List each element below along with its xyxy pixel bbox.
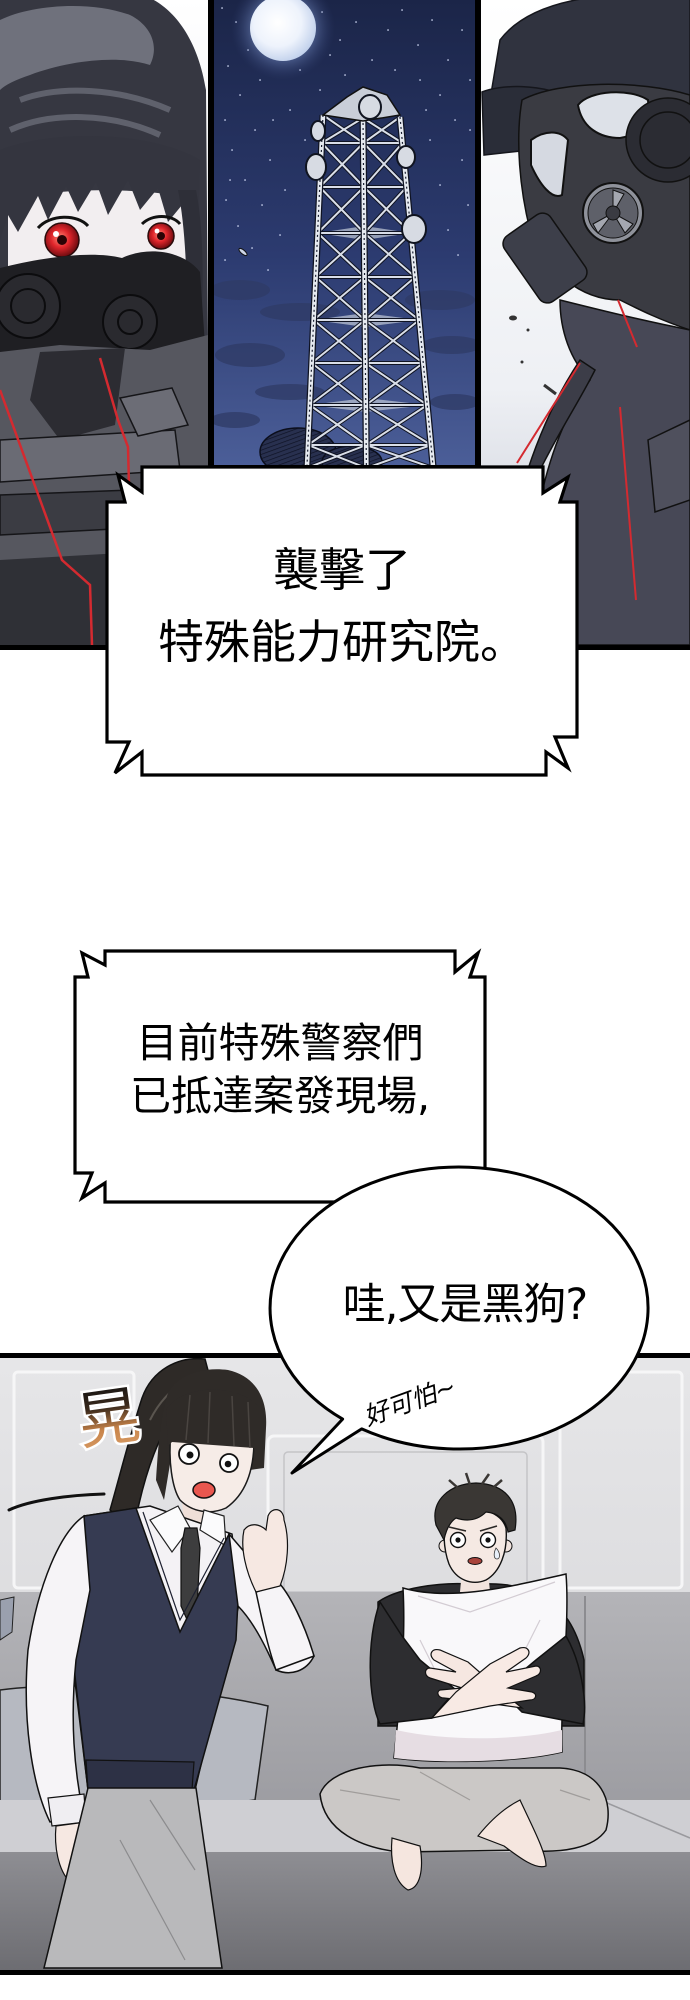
narration-1-line-1: 襲擊了 [273,543,411,597]
man-pants [319,1764,609,1853]
shoulder-pocket [118,387,190,437]
woman-in-school-vest [25,1357,315,1969]
woman-skirt [43,1787,223,1969]
man-mouth [467,1557,483,1565]
speech-bubble [268,1165,650,1475]
narration-box-1 [105,465,579,777]
antenna-dish [358,94,382,120]
skirt-folds [119,1799,196,1961]
woman-bang-strands [185,1391,251,1449]
woman-pupil-left [186,1451,194,1459]
hair-bun-highlight [0,5,154,90]
antenna-dish [305,153,327,181]
woman-hand-right-raised [242,1509,289,1593]
man-foot-left [390,1837,423,1891]
sweat-drop [493,1547,500,1560]
man-pupil-right [485,1537,491,1543]
man-eyebrows [448,1525,498,1532]
man-hair-spikes [448,1472,503,1489]
bottom-panel-bottom-border [0,1970,690,1975]
mask-side-canister [625,97,690,183]
panel-center-radio-tower [208,0,481,469]
narration-1-text: 襲擊了 特殊能力研究院。 [107,534,577,678]
cloud [405,290,475,310]
flying-debris [238,247,248,257]
antenna-dish [310,120,326,142]
eyelid-left [36,215,90,230]
man-pupil-left [455,1537,461,1543]
respirator-filter-right-ring [117,309,143,335]
antenna-dish [401,214,427,244]
eye-highlight-left [53,231,59,237]
mask-filter-hub [605,205,621,221]
man-hand-left [430,1647,542,1719]
man-pants-folds [339,1771,591,1801]
cloud [214,280,270,300]
eyelid-right [140,215,182,226]
speech-text: 哇,又是黑狗? [342,1280,589,1330]
mask-lower-canister [502,212,588,304]
shirt-collar-left [149,1505,191,1554]
vest-v-neck-trim [142,1511,225,1622]
panel-left-bottom-border [0,645,208,650]
respirator-filter-left-ring [10,288,46,324]
woman-pupil-right [224,1460,232,1468]
mask-side-canister-ring [639,111,690,169]
agent-jacket-pocket-flap [647,419,690,514]
cloud [215,343,285,367]
cloud [422,336,475,354]
sofa-seat-fold [599,1799,690,1839]
respirator-filter-left [0,273,61,339]
pupil-right [157,232,165,240]
man-hugging-pillow [319,1472,609,1891]
man-foot-right [477,1799,547,1868]
cloud [214,412,260,428]
sfx-shake: 晃 [73,1378,145,1459]
flying-debris [543,383,557,396]
eye-highlight-right [154,228,160,234]
mask-eyepiece-left [530,131,570,197]
woman-bangs [166,1389,264,1462]
hair-bangs [0,136,200,245]
antenna-dish [396,145,416,169]
narration-2-text: 目前特殊警察們 已抵達案發現場, [75,1017,485,1123]
pillow-shading [394,1730,562,1762]
flying-debris [520,360,524,364]
woman-arm-left [25,1514,91,1823]
stars [221,7,471,271]
antenna-dishes [305,94,427,244]
tablet-on-sofa [0,1596,15,1641]
narration-1-line-2: 特殊能力研究院。 [158,615,526,669]
narration-2-line-2: 已抵達案發現場, [129,1072,431,1120]
panel-left-masked-woman [0,0,208,645]
flying-debris [526,328,530,332]
panel-right-bottom-border [481,645,690,650]
cloud [430,394,475,410]
narration-2-line-1: 目前特殊警察們 [136,1019,424,1067]
woman-open-mouth [192,1481,216,1499]
jacket-collar [30,348,125,440]
agent-jacket-red-piping [516,299,638,601]
bottom-panel-living-room: 晃 [0,1353,690,1975]
motion-line [7,1492,106,1512]
flying-debris [509,315,517,321]
pupil-left [57,235,67,245]
full-moon [250,0,316,61]
